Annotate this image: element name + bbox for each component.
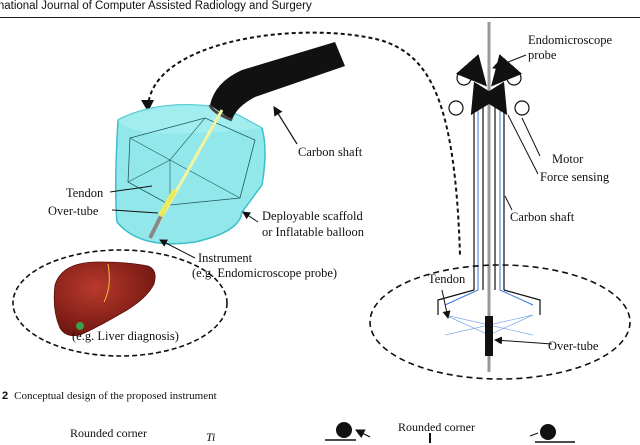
label-instrument-line2: (e.g. Endomicroscope probe) — [192, 266, 337, 280]
bottom-rounded-corner-right: Rounded corner — [398, 420, 475, 434]
caption-number: 2 — [2, 390, 9, 402]
motor-circle — [448, 100, 464, 116]
figure-caption: 2 Conceptual design of the proposed instr… — [2, 390, 217, 402]
motor-circle — [456, 70, 472, 86]
caption-text: Conceptual design of the proposed instru… — [14, 390, 217, 402]
label-probe-line1: Endomicroscope — [528, 33, 612, 47]
label-over-tube-left: Over-tube — [48, 204, 99, 218]
dashed-arc-arrowhead — [141, 100, 154, 112]
journal-header: rnational Journal of Computer Assisted R… — [0, 0, 640, 18]
dashed-link-arc — [147, 31, 461, 256]
inflatable-balloon — [114, 104, 266, 245]
motor-circle — [514, 100, 530, 116]
label-scaffold-line1: Deployable scaffold — [262, 209, 364, 223]
label-over-tube-right: Over-tube — [548, 339, 599, 353]
label-carbon-shaft-left: Carbon shaft — [298, 145, 363, 159]
label-instrument-line1: Instrument — [198, 251, 253, 265]
over-tube-right — [485, 316, 493, 356]
label-carbon-shaft-right: Carbon shaft — [510, 210, 575, 224]
label-probe-line2: probe — [528, 48, 557, 62]
label-liver-diagnosis: (e.g. Liver diagnosis) — [72, 329, 179, 343]
journal-title: rnational Journal of Computer Assisted R… — [0, 0, 312, 12]
liver-dashed-ellipse — [12, 249, 228, 357]
liver-image — [53, 261, 156, 337]
label-tendon-right: Tendon — [428, 272, 466, 286]
label-tendon-left: Tendon — [66, 186, 104, 200]
right-dashed-ellipse — [369, 264, 631, 380]
label-scaffold-line2: or Inflatable balloon — [262, 225, 365, 239]
bottom-italic-label: Ti — [206, 430, 216, 444]
label-motor: Motor — [552, 152, 584, 166]
bottom-rounded-corner-left: Rounded corner — [70, 426, 147, 440]
carbon-shaft-left — [210, 42, 345, 120]
motor-circle — [506, 70, 522, 86]
label-force-sensing: Force sensing — [540, 170, 610, 184]
